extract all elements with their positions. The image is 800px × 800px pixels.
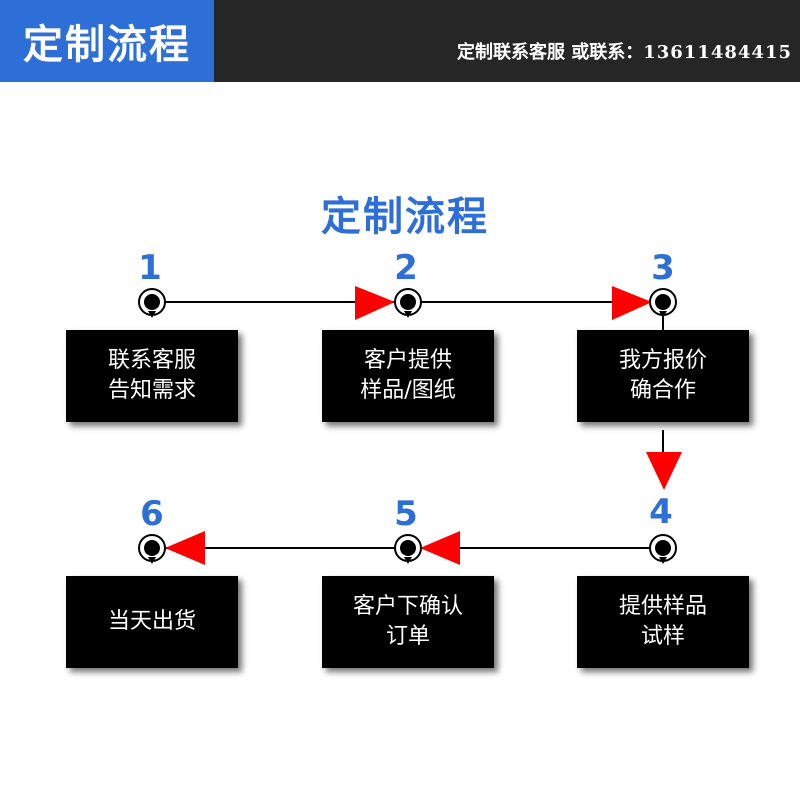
step-5-line-1: 客户下确认 (352, 594, 463, 619)
arrow-right-2 (612, 286, 652, 320)
step-6-line-1: 当天出货 (107, 609, 196, 634)
step-box-5: 客户下确认 订单 (322, 576, 494, 668)
arrow-down-3 (646, 452, 682, 490)
step-1-line-2: 告知需求 (107, 378, 196, 403)
node-1 (138, 288, 166, 318)
header-contact: 定制联系客服 或联系：13611484415 (368, 40, 792, 66)
arrow-left-4 (420, 531, 460, 565)
step-number-6: 6 (140, 494, 164, 534)
contact-phone: 13611484415 (643, 42, 792, 63)
step-number-2: 2 (394, 248, 418, 288)
step-box-2: 客户提供 样品/图纸 (322, 330, 494, 422)
step-box-4: 提供样品 试样 (577, 576, 749, 668)
step-number-4: 4 (649, 492, 673, 532)
step-5-line-2: 订单 (385, 624, 430, 649)
node-3 (649, 288, 677, 318)
contact-label: 定制联系客服 或联系： (456, 42, 644, 63)
arrow-left-5 (165, 531, 205, 565)
step-3-line-1: 我方报价 (618, 348, 707, 373)
diagram-title: 定制流程 (321, 194, 489, 240)
step-2-line-1: 客户提供 (363, 348, 452, 373)
step-box-1: 联系客服 告知需求 (66, 330, 238, 422)
step-box-3: 我方报价 确合作 (577, 330, 749, 422)
step-3-line-2: 确合作 (629, 378, 696, 403)
step-1-line-1: 联系客服 (107, 348, 196, 373)
step-4-line-2: 试样 (640, 624, 685, 649)
node-6 (138, 534, 166, 564)
node-4 (649, 534, 677, 564)
step-number-1: 1 (138, 248, 162, 288)
step-number-5: 5 (394, 494, 418, 534)
header-title: 定制流程 (0, 0, 214, 82)
step-4-line-1: 提供样品 (618, 594, 707, 619)
step-2-line-2: 样品/图纸 (360, 378, 456, 403)
step-box-6: 当天出货 (66, 576, 238, 668)
step-number-3: 3 (651, 248, 675, 288)
arrow-right-1 (355, 286, 395, 320)
node-2 (394, 288, 422, 318)
header-bar: 定制流程 定制联系客服 或联系：13611484415 (0, 0, 800, 82)
node-5 (394, 534, 422, 564)
